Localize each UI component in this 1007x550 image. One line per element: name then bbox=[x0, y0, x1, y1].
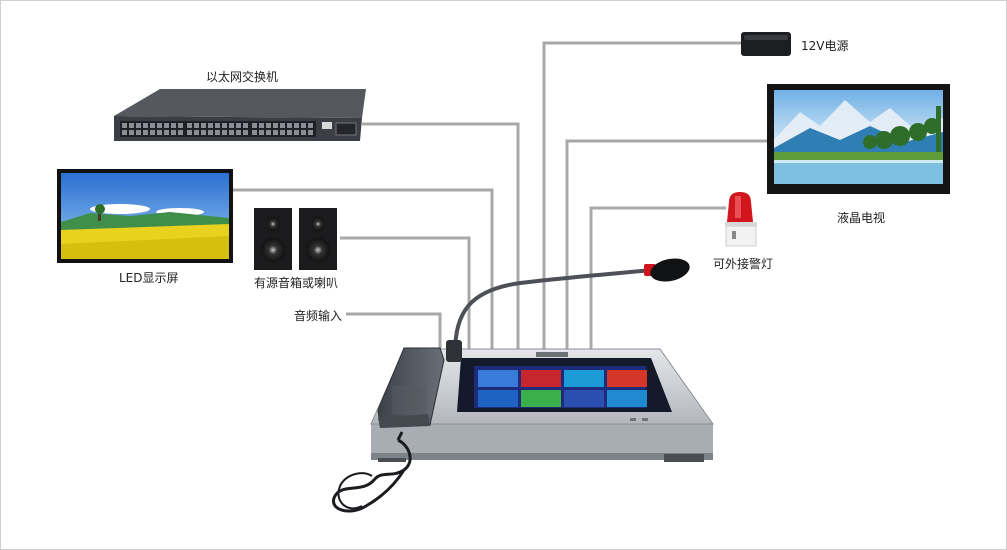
label-audio-input: 音频输入 bbox=[294, 309, 343, 323]
screen-tile bbox=[478, 390, 518, 407]
wire-switch bbox=[362, 122, 520, 355]
led-screen-icon bbox=[57, 169, 233, 263]
screen-tile bbox=[521, 370, 561, 387]
console-device-icon bbox=[370, 348, 714, 462]
wire-speakers bbox=[340, 236, 471, 355]
screen-tile bbox=[564, 370, 604, 387]
console-screen-tiles bbox=[478, 370, 647, 407]
lcd-tv-icon bbox=[767, 84, 950, 194]
wire-power bbox=[542, 41, 741, 355]
label-power: 12V电源 bbox=[801, 39, 849, 53]
screen-tile bbox=[564, 390, 604, 407]
label-speakers: 有源音箱或喇叭 bbox=[254, 276, 339, 290]
screen-tile bbox=[521, 390, 561, 407]
label-alarm-light: 可外接警灯 bbox=[713, 257, 774, 271]
gooseneck-microphone-icon bbox=[446, 258, 690, 362]
label-lcd-tv: 液晶电视 bbox=[837, 211, 886, 225]
screen-tile bbox=[607, 370, 647, 387]
screen-tile bbox=[478, 370, 518, 387]
handset-icon bbox=[332, 347, 445, 513]
speakers-icon bbox=[254, 208, 337, 270]
label-led-screen: LED显示屏 bbox=[119, 271, 179, 285]
wire-led-screen bbox=[232, 188, 494, 355]
alarm-light-icon bbox=[725, 192, 757, 247]
connection-wires bbox=[232, 41, 767, 355]
label-ethernet-switch: 以太网交换机 bbox=[206, 70, 279, 84]
screen-tile bbox=[607, 390, 647, 407]
wire-alarm-light bbox=[589, 206, 726, 355]
ethernet-switch-icon bbox=[114, 89, 366, 141]
wire-lcd-tv bbox=[565, 139, 767, 355]
power-adapter-icon bbox=[741, 32, 791, 56]
wire-audio-input bbox=[346, 312, 442, 355]
